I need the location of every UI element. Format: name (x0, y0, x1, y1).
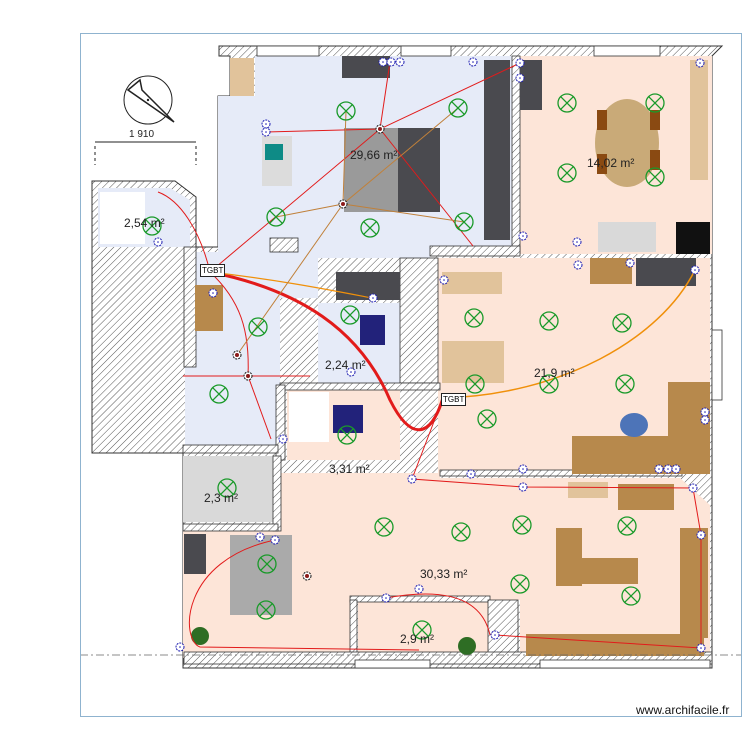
light-point-icon[interactable] (360, 218, 380, 238)
ceiling-junctions (232, 124, 385, 581)
light-point-icon[interactable] (209, 384, 229, 404)
outlet-icon[interactable] (381, 593, 391, 603)
light-point-icon[interactable] (621, 586, 641, 606)
light-point-icon[interactable] (217, 478, 237, 498)
light-points (142, 93, 665, 640)
room-main-office-area-label: 30,33 m² (420, 567, 468, 581)
room-shower-area-label: 2,24 m² (325, 358, 366, 372)
outlet-icon[interactable] (368, 293, 378, 303)
light-point-icon[interactable] (539, 311, 559, 331)
outlet-icon[interactable] (690, 265, 700, 275)
light-point-icon[interactable] (617, 516, 637, 536)
room-storage-area-label: 2,3 m² (204, 491, 239, 505)
outlet-icon[interactable] (700, 415, 710, 425)
light-point-icon[interactable] (374, 517, 394, 537)
outlet-icon[interactable] (439, 275, 449, 285)
outlet-icon[interactable] (270, 535, 280, 545)
light-point-icon[interactable] (465, 374, 485, 394)
outlet-icon[interactable] (688, 483, 698, 493)
light-point-icon[interactable] (512, 515, 532, 535)
junction-box-icon[interactable] (302, 571, 312, 581)
outlet-icon[interactable] (414, 584, 424, 594)
outlet-icon[interactable] (175, 642, 185, 652)
light-point-icon[interactable] (612, 313, 632, 333)
outlet-icon[interactable] (518, 482, 528, 492)
outlet-icon[interactable] (395, 57, 405, 67)
outlet-icon[interactable] (261, 119, 271, 129)
furniture (184, 56, 710, 656)
junction-box-icon[interactable] (375, 124, 385, 134)
outlet-icon[interactable] (695, 58, 705, 68)
light-point-icon[interactable] (448, 98, 468, 118)
outlet-icon[interactable] (346, 367, 356, 377)
room-kitchen-office-area-label: 21,9 m² (534, 366, 575, 380)
north-arrow-icon (123, 75, 175, 125)
outlet-icon[interactable] (515, 73, 525, 83)
light-point-icon[interactable] (451, 522, 471, 542)
light-point-icon[interactable] (557, 93, 577, 113)
light-point-icon[interactable] (645, 167, 665, 187)
light-point-icon[interactable] (412, 620, 432, 640)
light-point-icon[interactable] (266, 207, 286, 227)
outlet-icon[interactable] (625, 258, 635, 268)
light-point-icon[interactable] (256, 600, 276, 620)
scale-label: 1 910 (129, 129, 155, 140)
light-point-icon[interactable] (142, 216, 162, 236)
electrical-panel-tgbt[interactable]: TGBT (441, 393, 467, 406)
light-point-icon[interactable] (539, 374, 559, 394)
outlet-icon[interactable] (153, 237, 163, 247)
outlet-icon[interactable] (671, 464, 681, 474)
room-open-office-area-label: 29,66 m² (350, 148, 398, 162)
outlet-icon[interactable] (696, 643, 706, 653)
light-point-icon[interactable] (645, 93, 665, 113)
outlet-icon[interactable] (518, 464, 528, 474)
room-bathroom-area-label: 3,31 m² (329, 462, 370, 476)
watermark[interactable]: www.archifacile.fr (636, 703, 730, 717)
junction-box-icon[interactable] (338, 199, 348, 209)
light-point-icon[interactable] (257, 554, 277, 574)
outlet-icon[interactable] (696, 530, 706, 540)
outlet-icon[interactable] (572, 237, 582, 247)
electrical-panel-tgbt[interactable]: TGBT (200, 264, 226, 277)
outlet-icon[interactable] (700, 407, 710, 417)
outlet-icon[interactable] (466, 469, 476, 479)
outlet-icon[interactable] (518, 231, 528, 241)
outlets (153, 57, 710, 653)
outlet-icon[interactable] (208, 288, 218, 298)
light-point-icon[interactable] (477, 409, 497, 429)
light-point-icon[interactable] (510, 574, 530, 594)
light-point-icon[interactable] (615, 374, 635, 394)
outlet-icon[interactable] (261, 127, 271, 137)
light-point-icon[interactable] (557, 163, 577, 183)
outlet-icon[interactable] (515, 58, 525, 68)
junction-box-icon[interactable] (232, 350, 242, 360)
scale-bar (94, 141, 197, 165)
room-entry-area-label: 2,9 m² (400, 632, 435, 646)
junction-box-icon[interactable] (243, 371, 253, 381)
outlet-icon[interactable] (490, 630, 500, 640)
outlet-icon[interactable] (573, 260, 583, 270)
light-point-icon[interactable] (454, 212, 474, 232)
room-meeting-area-label: 14,02 m² (587, 156, 635, 170)
outlet-icon[interactable] (468, 57, 478, 67)
light-point-icon[interactable] (464, 308, 484, 328)
outlet-icon[interactable] (255, 532, 265, 542)
outlet-icon[interactable] (407, 474, 417, 484)
outlet-icon[interactable] (278, 434, 288, 444)
light-point-icon[interactable] (248, 317, 268, 337)
outlet-icon[interactable] (654, 464, 664, 474)
light-point-icon[interactable] (340, 305, 360, 325)
outlet-icon[interactable] (386, 57, 396, 67)
room-wc-small-area-label: 2,54 m² (124, 216, 165, 230)
windows (256, 45, 723, 669)
light-point-icon[interactable] (337, 425, 357, 445)
outlet-icon[interactable] (378, 57, 388, 67)
light-point-icon[interactable] (336, 101, 356, 121)
outlet-icon[interactable] (663, 464, 673, 474)
